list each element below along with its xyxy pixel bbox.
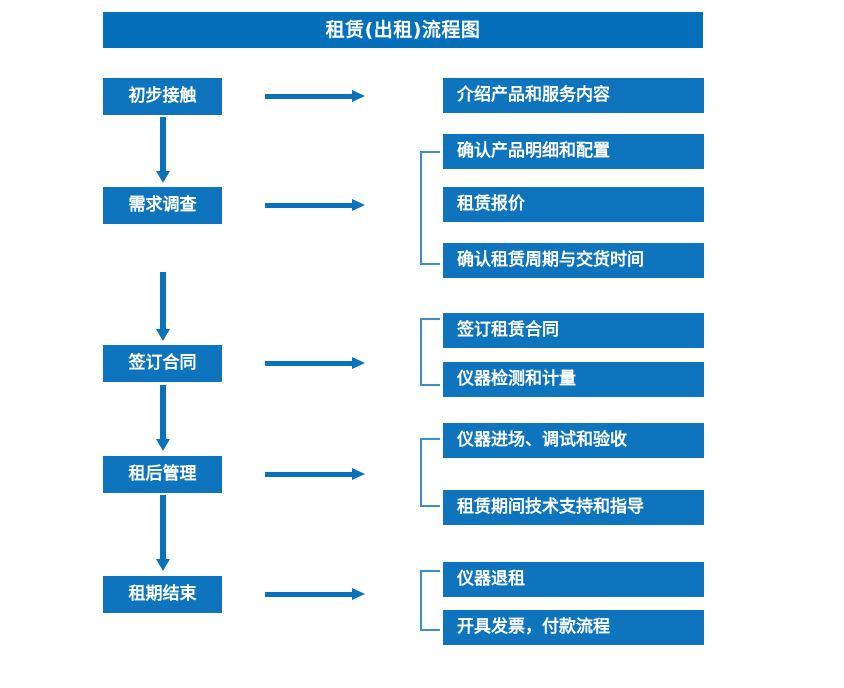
right-arrow-icon-3 xyxy=(265,357,365,369)
detail-label: 仪器检测和计量 xyxy=(457,369,576,389)
detail-box-invoice-payment[interactable]: 开具发票，付款流程 xyxy=(443,610,704,645)
detail-box-introduce-products[interactable]: 介绍产品和服务内容 xyxy=(443,78,704,113)
detail-label: 确认租赁周期与交货时间 xyxy=(457,250,644,270)
arrow-head xyxy=(352,588,365,600)
arrow-head xyxy=(352,468,365,480)
detail-label: 租赁期间技术支持和指导 xyxy=(457,497,644,517)
detail-box-confirm-period-delivery[interactable]: 确认租赁周期与交货时间 xyxy=(443,243,704,278)
arrow-head xyxy=(352,357,365,369)
arrow-head xyxy=(352,199,365,211)
arrow-head xyxy=(156,559,170,571)
arrow-shaft xyxy=(160,117,166,172)
down-arrow-icon-3 xyxy=(156,385,170,451)
arrow-head xyxy=(156,171,170,183)
arrow-shaft xyxy=(265,361,353,366)
group-bracket-rental-end xyxy=(420,570,440,631)
stage-box-post-rental-management[interactable]: 租后管理 xyxy=(103,456,222,493)
stage-box-rental-end[interactable]: 租期结束 xyxy=(103,576,222,613)
arrow-head xyxy=(156,329,170,341)
detail-box-instrument-inspection[interactable]: 仪器检测和计量 xyxy=(443,362,704,397)
stage-box-sign-contract[interactable]: 签订合同 xyxy=(103,345,222,382)
stage-label: 租期结束 xyxy=(128,584,197,604)
arrow-shaft xyxy=(265,203,353,208)
right-arrow-icon-4 xyxy=(265,468,365,480)
arrow-shaft xyxy=(160,272,166,330)
stage-label: 初步接触 xyxy=(128,86,197,106)
detail-box-instrument-return[interactable]: 仪器退租 xyxy=(443,562,704,597)
detail-box-instrument-delivery-acceptance[interactable]: 仪器进场、调试和验收 xyxy=(443,423,704,458)
diagram-title-bar: 租赁(出租)流程图 xyxy=(103,12,703,48)
down-arrow-icon-4 xyxy=(156,495,170,571)
detail-label: 仪器退租 xyxy=(457,569,525,589)
stage-label: 签订合同 xyxy=(128,353,197,373)
detail-box-technical-support[interactable]: 租赁期间技术支持和指导 xyxy=(443,490,704,525)
page-title: 租赁(出租)流程图 xyxy=(325,18,481,41)
right-arrow-icon-2 xyxy=(265,199,365,211)
arrow-head xyxy=(156,439,170,451)
right-arrow-icon-5 xyxy=(265,588,365,600)
detail-label: 签订租赁合同 xyxy=(457,320,559,340)
arrow-shaft xyxy=(265,472,353,477)
stage-label: 租后管理 xyxy=(128,464,197,484)
stage-box-demand-survey[interactable]: 需求调查 xyxy=(103,187,222,224)
down-arrow-icon-2 xyxy=(156,272,170,341)
down-arrow-icon-1 xyxy=(156,117,170,183)
right-arrow-icon-1 xyxy=(265,90,365,102)
group-bracket-demand-survey xyxy=(420,151,440,265)
detail-label: 仪器进场、调试和验收 xyxy=(457,430,627,450)
arrow-shaft xyxy=(160,385,166,440)
arrow-shaft xyxy=(265,592,353,597)
group-bracket-sign-contract xyxy=(420,318,440,386)
detail-label: 租赁报价 xyxy=(457,194,525,214)
detail-box-confirm-spec[interactable]: 确认产品明细和配置 xyxy=(443,134,704,169)
arrow-shaft xyxy=(265,94,353,99)
arrow-head xyxy=(352,90,365,102)
stage-box-initial-contact[interactable]: 初步接触 xyxy=(103,78,222,115)
detail-label: 确认产品明细和配置 xyxy=(457,141,610,161)
detail-label: 介绍产品和服务内容 xyxy=(457,85,610,105)
group-bracket-post-rental xyxy=(420,438,440,507)
arrow-shaft xyxy=(160,495,166,560)
detail-box-rental-quote[interactable]: 租赁报价 xyxy=(443,187,704,222)
detail-box-sign-rental-contract[interactable]: 签订租赁合同 xyxy=(443,313,704,348)
detail-label: 开具发票，付款流程 xyxy=(457,617,610,637)
stage-label: 需求调查 xyxy=(128,195,197,215)
